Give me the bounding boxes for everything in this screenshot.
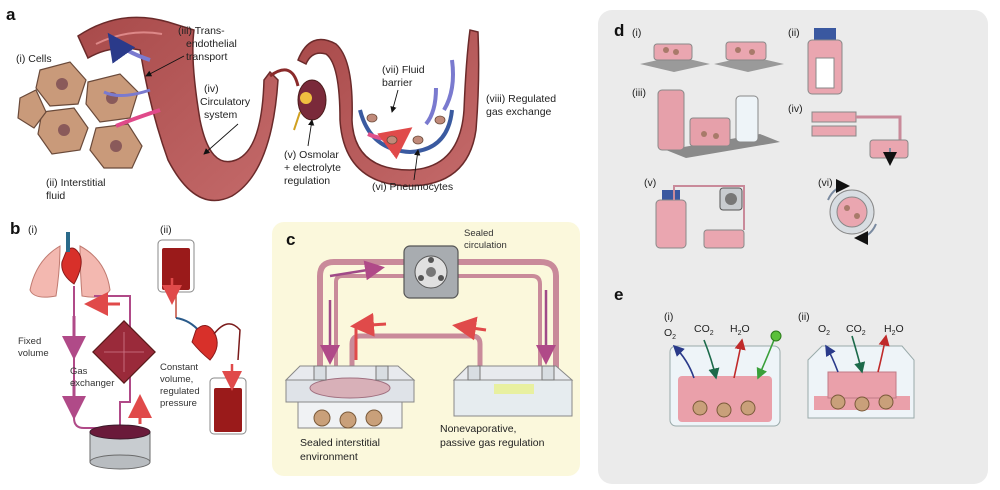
blood-bag-top xyxy=(157,239,195,293)
culture-dish-2 xyxy=(714,41,784,72)
label-osmolar-2: + electrolyte xyxy=(284,162,341,174)
label-e-ii: (ii) xyxy=(798,311,810,323)
syringe-setup xyxy=(811,111,909,166)
panel-b: b (i) (ii) Gas exchanger Fixed volume xyxy=(10,219,247,470)
label-pneumo: (vi) Pneumocytes xyxy=(372,181,453,193)
label-trans-2: endothelial xyxy=(186,38,237,50)
panel-a: a (i) Cells (ii) Interstitial fluid (iii… xyxy=(6,5,556,202)
bioreactor xyxy=(657,89,780,158)
vessel-alveolus xyxy=(297,29,480,187)
label-constant-4: pressure xyxy=(160,398,197,409)
panel-e-letter: e xyxy=(614,285,623,304)
blood-bag-bottom xyxy=(209,377,247,435)
lung-left xyxy=(29,245,61,298)
vessel-large xyxy=(77,16,279,202)
svg-text:O2: O2 xyxy=(818,323,830,337)
label-nonevap-1: Nonevaporative, xyxy=(440,423,516,435)
panel-de-background xyxy=(598,10,988,484)
label-exchanger-1: Gas xyxy=(70,366,88,377)
heart-icon-ii xyxy=(191,325,218,361)
sealed-well xyxy=(807,334,915,419)
e-i-co2: CO xyxy=(694,323,710,335)
svg-text:CO2: CO2 xyxy=(846,323,866,337)
label-fixed-2: volume xyxy=(18,348,49,359)
gas-exchanger xyxy=(92,320,156,384)
reservoir xyxy=(89,424,151,470)
svg-text:CO2: CO2 xyxy=(694,323,714,337)
label-gas-1: (viii) Regulated xyxy=(486,93,556,105)
label-trans-3: transport xyxy=(186,51,228,63)
label-sealed-int-1: Sealed interstitial xyxy=(300,437,380,449)
heart-icon xyxy=(61,247,82,285)
panel-a-letter: a xyxy=(6,5,16,24)
panel-b-letter: b xyxy=(10,219,20,238)
label-d-ii: (ii) xyxy=(788,27,800,39)
culture-flask xyxy=(807,28,843,95)
perfusion-setup xyxy=(655,185,745,249)
nonevaporative-chamber xyxy=(452,365,574,417)
label-osmolar-3: regulation xyxy=(284,175,330,187)
label-b-i: (i) xyxy=(28,224,37,236)
label-sealed-int-2: environment xyxy=(300,451,358,463)
label-sealed-circ-2: circulation xyxy=(464,240,507,251)
e-ii-co2: CO xyxy=(846,323,862,335)
open-well xyxy=(669,330,782,427)
panel-c: c Sealed circulation xyxy=(272,222,580,476)
svg-text:H2O: H2O xyxy=(730,323,750,337)
label-nonevap-2: passive gas regulation xyxy=(440,437,545,449)
label-fixed-1: Fixed xyxy=(18,336,41,347)
label-interstitial-2: fluid xyxy=(46,190,65,202)
label-exchanger-2: exchanger xyxy=(70,378,114,389)
label-constant-3: regulated xyxy=(160,386,200,397)
e-i-o2: O xyxy=(664,327,672,339)
label-b-ii: (ii) xyxy=(160,224,172,236)
label-d-iv: (iv) xyxy=(788,103,803,115)
svg-text:H2O: H2O xyxy=(884,323,904,337)
sealed-interstitial-chamber xyxy=(284,365,416,429)
microbe-icon xyxy=(770,330,782,342)
lung-right xyxy=(79,245,111,298)
label-barrier-1: (vii) Fluid xyxy=(382,64,425,76)
label-cells: (i) Cells xyxy=(16,53,52,65)
label-d-iii: (iii) xyxy=(632,87,646,99)
panel-de: d (i) (ii) (iii) (iv) (v) (vi) xyxy=(598,10,988,484)
label-gas-2: gas exchange xyxy=(486,106,552,118)
pump xyxy=(403,245,459,299)
label-sealed-circ-1: Sealed xyxy=(464,228,494,239)
label-circ-1: (iv) xyxy=(204,83,219,95)
label-d-v: (v) xyxy=(644,177,656,189)
svg-text:O2: O2 xyxy=(664,327,676,341)
culture-dish-1 xyxy=(640,43,710,72)
panel-d-letter: d xyxy=(614,21,624,40)
label-interstitial-1: (ii) Interstitial xyxy=(46,177,106,189)
label-circ-3: system xyxy=(204,109,238,121)
label-barrier-2: barrier xyxy=(382,77,413,89)
label-constant-2: volume, xyxy=(160,374,193,385)
label-osmolar-1: (v) Osmolar xyxy=(284,149,339,161)
label-e-i: (i) xyxy=(664,311,673,323)
e-ii-h2o: H xyxy=(884,323,892,335)
e-ii-o2: O xyxy=(818,323,826,335)
rotating-dish xyxy=(827,179,877,245)
label-d-i: (i) xyxy=(632,27,641,39)
label-trans-1: (iii) Trans- xyxy=(178,25,225,37)
e-i-h2o: H xyxy=(730,323,738,335)
label-constant-1: Constant xyxy=(160,362,198,373)
label-circ-2: Circulatory xyxy=(200,96,251,108)
cell-cluster xyxy=(17,61,143,169)
label-d-vi: (vi) xyxy=(818,177,833,189)
panel-c-letter: c xyxy=(286,230,295,249)
